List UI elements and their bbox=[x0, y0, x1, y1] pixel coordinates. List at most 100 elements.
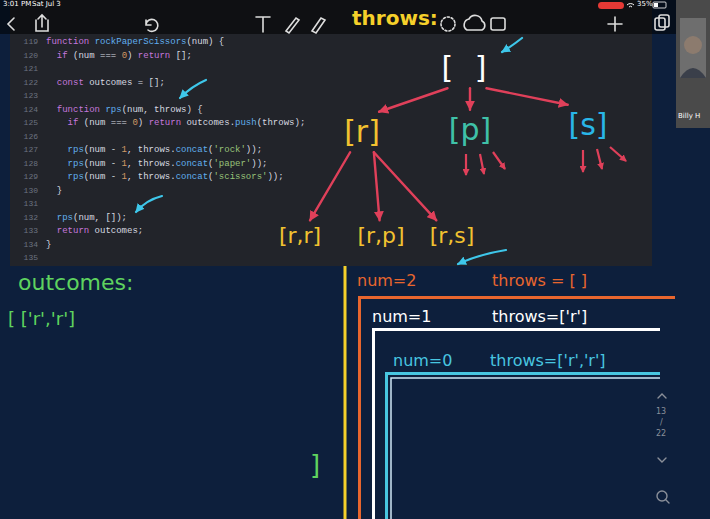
tree-arrow bbox=[469, 88, 471, 110]
node-text: [p] bbox=[449, 112, 491, 147]
code-token: concat bbox=[176, 145, 208, 155]
code-token: 0 bbox=[122, 51, 127, 61]
line-number: 125 bbox=[14, 117, 38, 129]
node-text: [r,s] bbox=[430, 223, 475, 248]
code-token: return bbox=[138, 51, 170, 61]
code-token: 1 bbox=[122, 159, 127, 169]
line-number: 126 bbox=[14, 131, 38, 143]
code-token: } bbox=[46, 240, 51, 250]
stack-divider bbox=[344, 266, 347, 519]
code-line: rps(num - 1, throws.concat('scissors')); bbox=[68, 171, 284, 183]
line-number: 121 bbox=[14, 63, 38, 75]
code-token: const bbox=[57, 78, 84, 88]
code-panel bbox=[10, 0, 652, 266]
code-token: concat bbox=[176, 172, 208, 182]
line-number: 132 bbox=[14, 212, 38, 224]
code-line: if (num === 0) return []; bbox=[57, 50, 192, 62]
node-text: [r,p] bbox=[357, 223, 404, 248]
small-red-arrows bbox=[466, 147, 626, 175]
node-text: [r,r] bbox=[279, 223, 321, 248]
tree-node: [p] bbox=[449, 113, 491, 148]
code-token: } bbox=[57, 186, 62, 196]
code-line: return outcomes; bbox=[57, 225, 143, 237]
status-text: 3:01 PM bbox=[3, 0, 31, 9]
code-line: rps(num, []); bbox=[57, 212, 127, 224]
status-text: Sat Jul 3 bbox=[32, 0, 61, 9]
line-number: 122 bbox=[14, 77, 38, 89]
line-number: 123 bbox=[14, 90, 38, 102]
line-number: 134 bbox=[14, 239, 38, 251]
tree-node: [ ] bbox=[442, 51, 493, 86]
code-token: , throws. bbox=[127, 172, 176, 182]
code-token: rps bbox=[68, 159, 84, 169]
code-line: function rockPaperScissors(num) { bbox=[46, 36, 224, 48]
code-token: outcomes. bbox=[181, 118, 235, 128]
battery-icon bbox=[653, 2, 666, 8]
code-token: ( bbox=[208, 172, 213, 182]
line-number: 128 bbox=[14, 158, 38, 170]
code-token: (num, throws) { bbox=[122, 105, 203, 115]
code-token: push bbox=[235, 118, 257, 128]
outcomes-value: [ ['r','r'] bbox=[8, 308, 75, 330]
tree-node: [r] bbox=[344, 115, 380, 150]
frame-heading: throws=['r'] bbox=[492, 308, 587, 326]
code-token: concat bbox=[176, 159, 208, 169]
page-counter: 22 bbox=[656, 429, 666, 439]
line-number: 131 bbox=[14, 198, 38, 210]
frame-heading: num=1 bbox=[372, 308, 431, 326]
code-token: (num) { bbox=[186, 37, 224, 47]
node-text: [r] bbox=[344, 114, 380, 149]
tree-arrow bbox=[374, 152, 436, 220]
code-token: function bbox=[46, 37, 89, 47]
line-number: 124 bbox=[14, 104, 38, 116]
code-token: rps bbox=[68, 145, 84, 155]
code-token: 0 bbox=[132, 118, 137, 128]
stack-frame: num=1throws=['r']num=0throws=['r','r'] bbox=[372, 328, 660, 519]
code-token: (num - bbox=[84, 159, 122, 169]
code-line: rps(num - 1, throws.concat('paper')); bbox=[68, 158, 268, 170]
status-text: 35% bbox=[637, 0, 653, 9]
code-token: )); bbox=[251, 159, 267, 169]
code-token: )); bbox=[246, 145, 262, 155]
tree-node: [r,p] bbox=[357, 223, 404, 248]
code-token: 'rock' bbox=[213, 145, 245, 155]
tree-arrow bbox=[379, 88, 447, 112]
outcomes-heading: outcomes: bbox=[18, 270, 133, 296]
code-token: ) bbox=[138, 118, 149, 128]
code-line: if (num === 0) return outcomes.push(thro… bbox=[68, 117, 306, 129]
code-line: } bbox=[57, 185, 62, 197]
line-number: 129 bbox=[14, 171, 38, 183]
inner-frame-lines bbox=[391, 378, 660, 519]
code-token: 'paper' bbox=[213, 159, 251, 169]
wifi-icon bbox=[627, 4, 634, 7]
record-indicator bbox=[598, 2, 624, 9]
stack-frame: num=2throws = [ ]num=1throws=['r']num=0t… bbox=[358, 296, 675, 519]
cyan-pointer-arrows bbox=[136, 38, 522, 264]
code-token: outcomes; bbox=[89, 226, 143, 236]
code-token: 1 bbox=[122, 145, 127, 155]
code-token: return bbox=[149, 118, 181, 128]
closing-bracket: ] bbox=[310, 450, 320, 480]
frame-heading: throws=['r','r'] bbox=[490, 352, 606, 370]
frame-heading: throws = [ ] bbox=[492, 272, 587, 290]
page-counter: / bbox=[660, 418, 663, 428]
code-token: )); bbox=[267, 172, 283, 182]
line-number: 127 bbox=[14, 144, 38, 156]
code-token: rps bbox=[68, 172, 84, 182]
code-token: (num - bbox=[84, 145, 122, 155]
code-token: ) bbox=[127, 51, 138, 61]
code-token bbox=[89, 37, 94, 47]
code-token: rps bbox=[105, 105, 121, 115]
tree-arrow bbox=[310, 152, 350, 220]
code-token: , throws. bbox=[127, 159, 176, 169]
toolbar bbox=[0, 0, 676, 34]
frame-heading: num=0 bbox=[393, 352, 452, 370]
line-number: 133 bbox=[14, 225, 38, 237]
video-thumbnail bbox=[676, 0, 710, 128]
code-token: ( bbox=[208, 145, 213, 155]
code-line: } bbox=[46, 239, 51, 251]
code-token bbox=[100, 105, 105, 115]
code-token: (num === bbox=[78, 118, 132, 128]
code-token: , throws. bbox=[127, 145, 176, 155]
tree-node: [r,r] bbox=[279, 223, 321, 248]
